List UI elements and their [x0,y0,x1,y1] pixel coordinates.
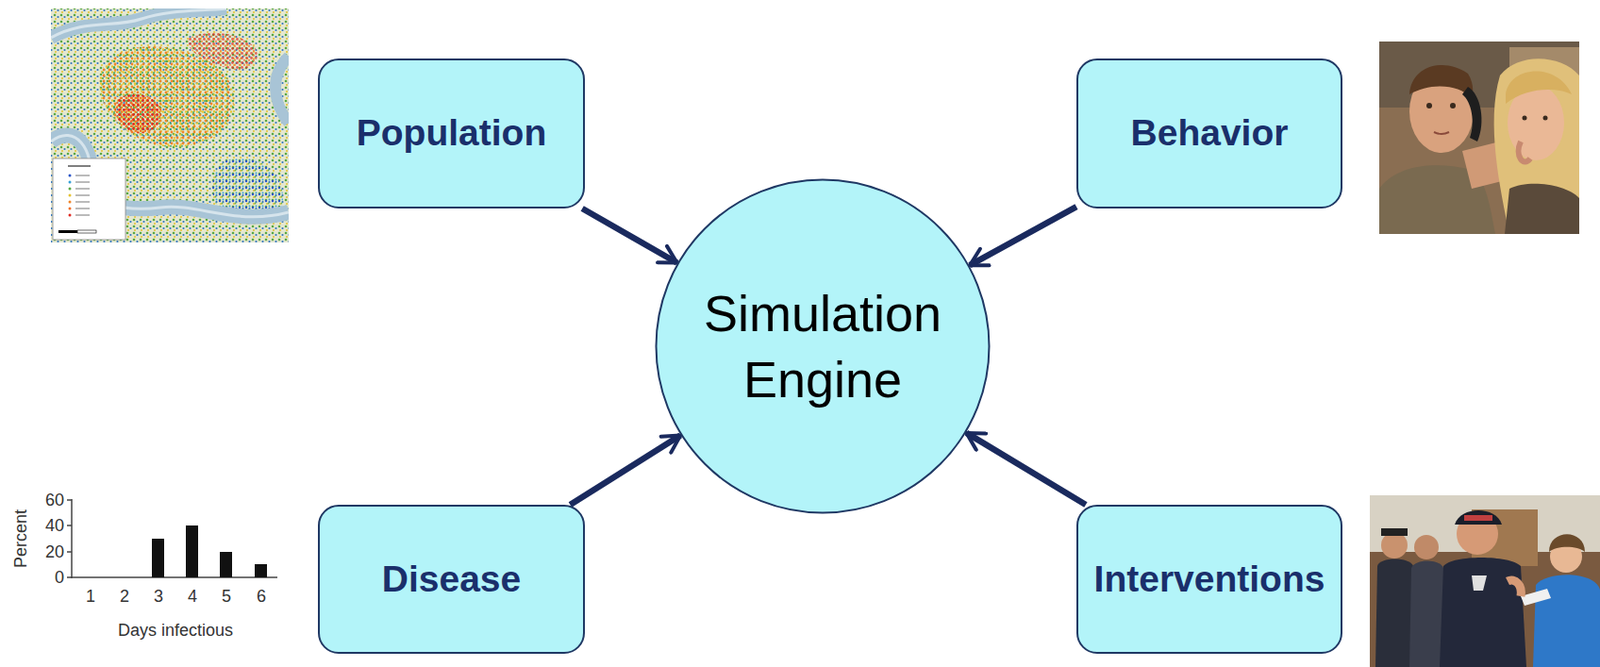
node-text-group: Disease [382,558,521,601]
node-text-group: Behavior [1131,112,1289,155]
node-label: Simulation Engine [685,280,960,413]
axis-tick: 4 [187,587,198,605]
node-label: Interventions [1094,558,1326,601]
circle-shape [656,180,990,514]
flow-arrow [569,435,681,505]
node-label: Disease [382,558,521,601]
axis-tick: 60 [45,491,65,509]
node-label: Behavior [1131,112,1289,155]
axis-tick: 20 [45,543,65,561]
input-box: Interventions [1076,504,1343,654]
axis-tick: 0 [54,568,65,586]
flow-arrow [969,206,1077,266]
input-box: Disease [317,504,585,654]
axis-tick: 6 [256,587,267,605]
population-map [50,8,289,243]
node-label: Population [356,112,547,155]
axis-title: Days infectious [117,621,234,639]
node-text-group: Simulation Engine [685,280,960,413]
axis-tick: 40 [45,516,65,534]
axis-tick: 5 [221,587,232,605]
interventions-photo [1369,495,1600,667]
flow-arrow [582,208,677,264]
node-text-group: Interventions [1094,558,1326,601]
input-box: Behavior [1076,58,1343,209]
axis-tick: 2 [119,587,130,605]
node-text-group: Population [356,112,547,155]
axis-tick: 1 [85,587,96,605]
axis-tick: 3 [153,587,164,605]
engine-circle: Simulation Engine [654,178,991,515]
flow-arrow [966,433,1086,505]
input-box: Population [317,58,585,209]
behavior-photo [1379,41,1580,234]
axis-title: Percent [12,509,30,568]
infectious-days-chart [66,499,278,579]
circle-outline [654,178,991,515]
